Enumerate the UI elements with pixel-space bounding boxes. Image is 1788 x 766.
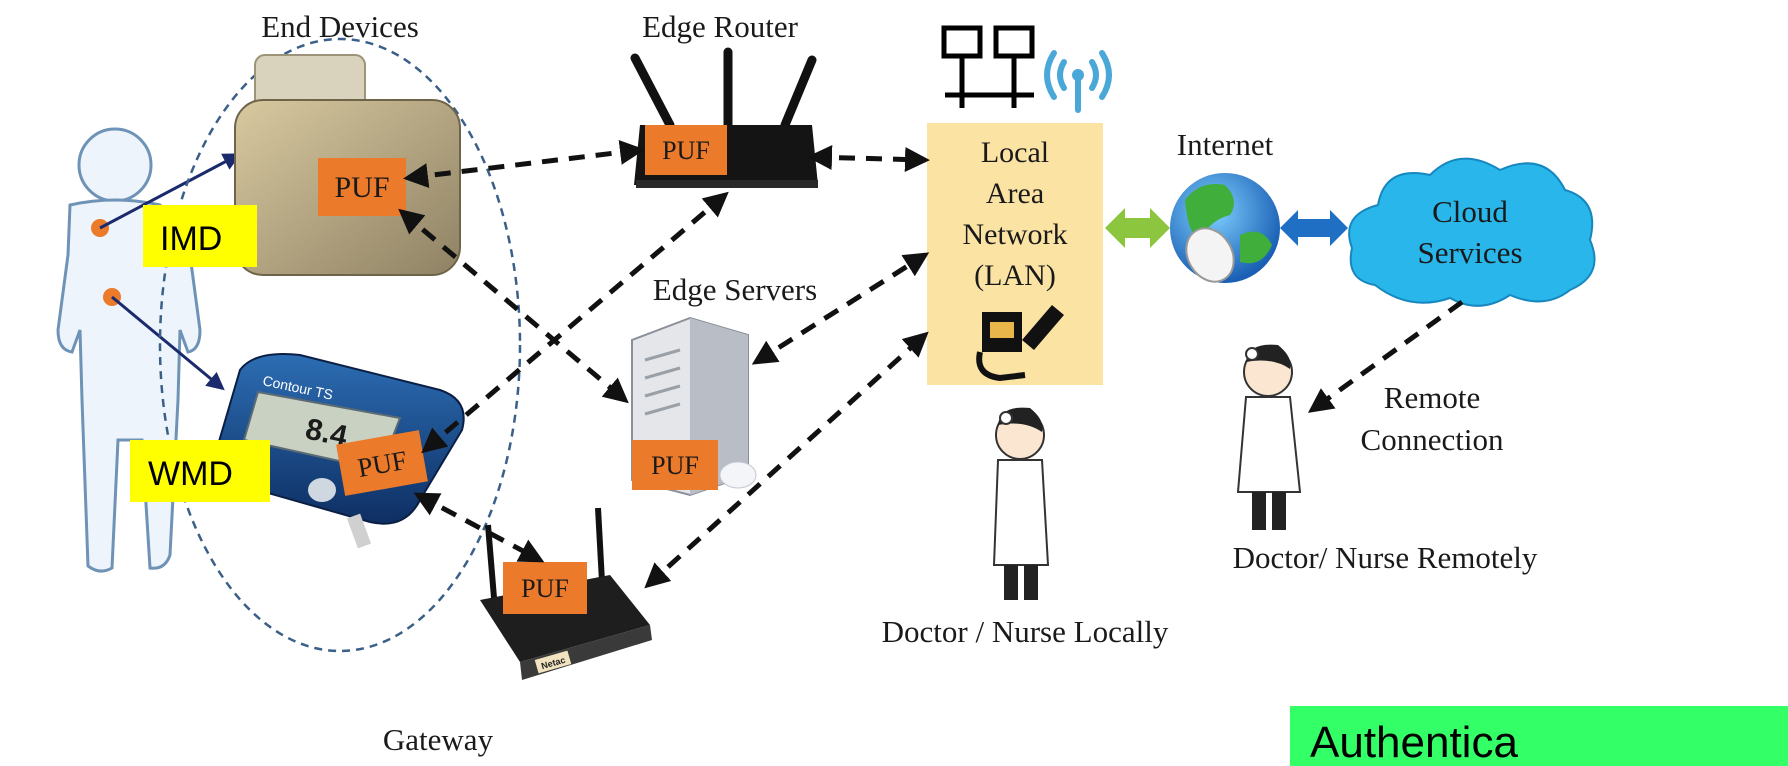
wireless-signal-icon	[1044, 50, 1112, 113]
internet-globe-icon	[1170, 173, 1280, 283]
puf-router-label: PUF	[662, 136, 710, 165]
doctor-remote-icon	[1236, 344, 1302, 530]
end-devices-label: End Devices	[261, 9, 419, 44]
remote-connection-line1: Remote	[1384, 380, 1480, 415]
router-lan-link	[807, 145, 930, 172]
gateway-label: Gateway	[383, 722, 494, 757]
lan-label-line1: Local	[981, 136, 1049, 169]
doctor-remote-label: Doctor/ Nurse Remotely	[1233, 540, 1538, 575]
imd-link-arrow	[99, 153, 242, 230]
network-computers-icon	[941, 25, 1035, 108]
wmd-tag-label: WMD	[148, 455, 233, 493]
edge-router-label: Edge Router	[642, 9, 798, 44]
puf-gateway-badge	[503, 562, 587, 614]
cloud-doctor-remote-link	[1307, 299, 1464, 413]
wmd-link-arrow	[111, 295, 225, 391]
imd-tag	[143, 205, 257, 267]
puf-gateway-label: PUF	[521, 574, 569, 603]
cloud-services-icon	[1348, 157, 1596, 307]
lan-label-line2: Area	[986, 177, 1044, 210]
wmd-tag	[130, 440, 270, 502]
lan-internet-arrow	[1105, 208, 1170, 248]
imd-tag-label: IMD	[160, 220, 222, 258]
puf-imd-label: PUF	[334, 171, 389, 204]
lan-label-line4: (LAN)	[974, 259, 1056, 292]
doctor-local-icon	[992, 407, 1050, 600]
cloud-label-line1: Cloud	[1432, 194, 1508, 229]
doctor-local-label: Doctor / Nurse Locally	[882, 614, 1169, 649]
dashed-connections	[398, 139, 1464, 589]
puf-wmd-badge	[336, 430, 428, 496]
edge-servers-label: Edge Servers	[653, 272, 817, 307]
remote-connection-line2: Connection	[1361, 422, 1504, 457]
puf-imd-badge	[318, 158, 406, 216]
gateway-lan-link	[644, 331, 929, 589]
imd-router-link	[403, 139, 645, 189]
puf-router-badge	[645, 125, 727, 175]
puf-server-label: PUF	[651, 451, 699, 480]
authentication-banner	[1290, 706, 1788, 766]
wmd-gateway-link	[413, 492, 545, 563]
lan-label-line3: Network	[963, 218, 1068, 251]
ethernet-cable-icon	[976, 305, 1064, 382]
internet-label: Internet	[1177, 127, 1274, 162]
authentication-banner-label: Authentica	[1310, 718, 1518, 766]
cloud-label-line2: Services	[1417, 235, 1522, 270]
internet-cloud-arrow	[1280, 210, 1348, 246]
human-body-icon	[56, 127, 202, 573]
wmd-router-link	[421, 191, 729, 454]
